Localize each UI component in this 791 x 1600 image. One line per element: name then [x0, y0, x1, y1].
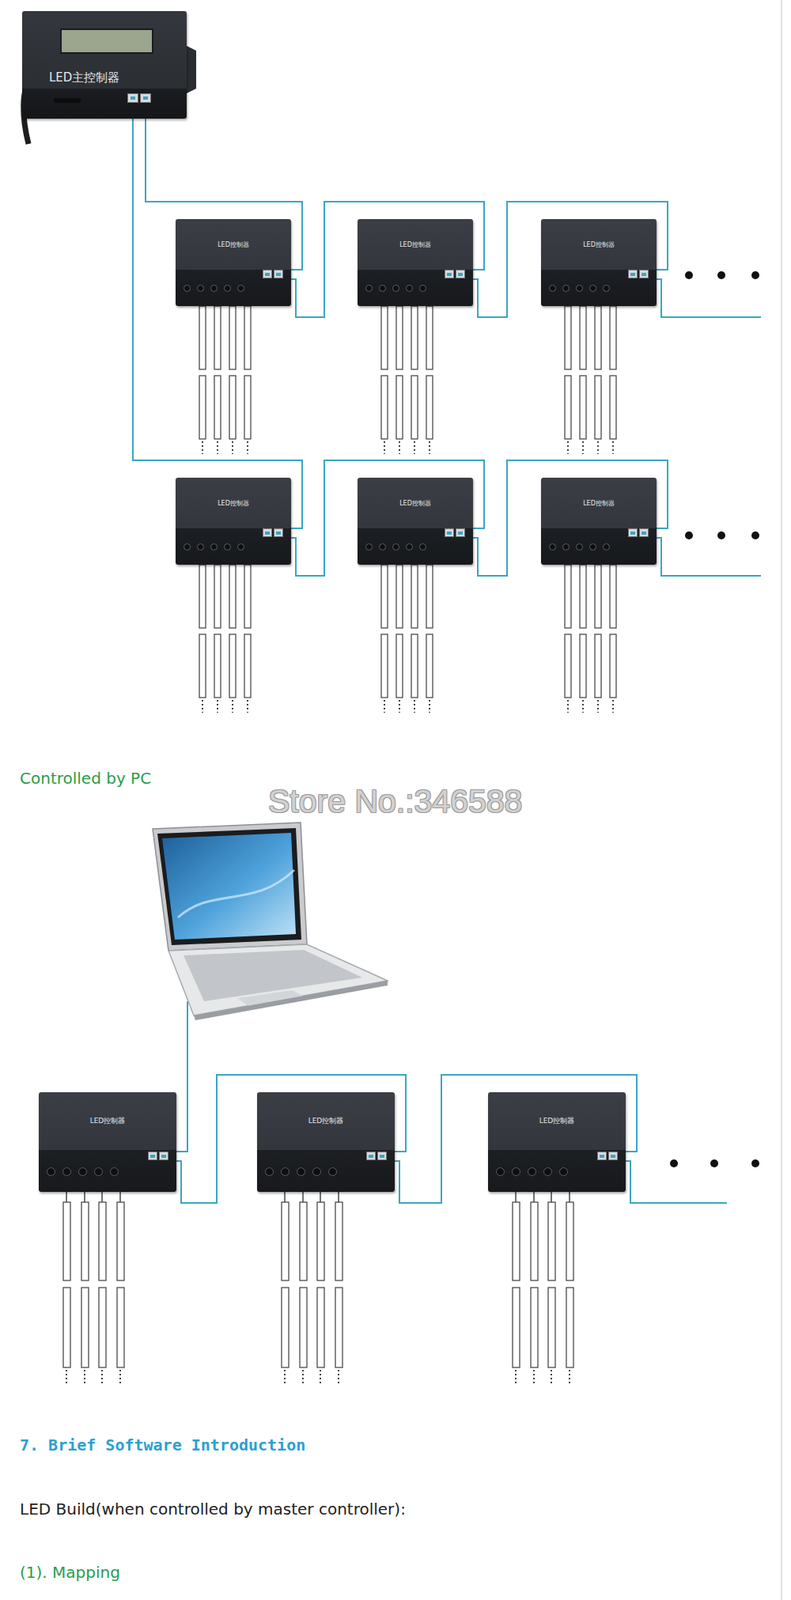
device-label: LED控制器 [90, 1116, 126, 1126]
body-text: LED Build(when controlled by master cont… [19, 1499, 406, 1519]
output-socket [378, 543, 387, 551]
led-controller: LED控制器 [357, 477, 474, 565]
network-cable [291, 460, 485, 576]
output-socket [365, 543, 373, 551]
led-controller: LED控制器 [541, 219, 657, 307]
port-stripe [276, 531, 281, 535]
output-socket [183, 284, 191, 292]
port-stripe [276, 272, 281, 277]
output-socket [527, 1167, 537, 1177]
output-socket [419, 284, 427, 292]
port-stripe [599, 1154, 605, 1159]
output-socket [109, 1167, 119, 1177]
network-cable [394, 1074, 637, 1204]
output-socket [378, 284, 387, 292]
output-socket [365, 284, 373, 292]
output-socket [237, 543, 245, 551]
output-socket [548, 284, 557, 292]
led-controller: LED控制器 [488, 1092, 626, 1193]
port-stripe [150, 1154, 156, 1159]
output-socket [589, 284, 597, 292]
led-controller: LED控制器 [38, 1092, 177, 1193]
network-cable [473, 460, 668, 576]
port-stripe [630, 531, 636, 535]
output-socket [405, 284, 413, 292]
output-socket [78, 1167, 88, 1177]
output-socket [562, 543, 570, 551]
output-socket [312, 1167, 322, 1177]
output-socket [264, 1167, 274, 1177]
output-socket [589, 543, 597, 551]
output-socket [392, 543, 400, 551]
output-socket [223, 284, 231, 292]
device-label: LED控制器 [308, 1116, 345, 1126]
output-socket [210, 543, 218, 551]
device-label: LED控制器 [399, 499, 432, 508]
device-label: LED主控制器 [49, 70, 120, 85]
port-stripe [379, 1154, 385, 1159]
network-cable [291, 201, 485, 318]
output-socket [183, 543, 191, 551]
port-stripe [446, 531, 452, 535]
output-socket [94, 1167, 103, 1177]
led-controller: LED控制器 [175, 219, 292, 307]
network-cable [132, 118, 303, 529]
device-label: LED控制器 [582, 241, 615, 250]
port-stripe [457, 272, 463, 277]
output-socket [223, 543, 231, 551]
master-controller: LED主控制器 [22, 11, 187, 119]
device-label: LED控制器 [217, 241, 250, 250]
device-label: LED控制器 [217, 499, 250, 508]
output-socket [296, 1167, 306, 1177]
output-socket [392, 284, 400, 292]
led-controller: LED控制器 [175, 477, 292, 565]
led-controller: LED控制器 [541, 477, 657, 565]
port-stripe [161, 1154, 167, 1159]
device-label: LED控制器 [539, 1116, 576, 1126]
port-stripe [641, 531, 647, 535]
port-stripe [264, 531, 270, 535]
card-slot [53, 98, 81, 103]
output-socket [562, 284, 570, 292]
output-socket [196, 284, 205, 292]
watermark: Store No.:346588 [268, 783, 523, 821]
port-stripe [130, 96, 136, 100]
led-controller: LED控制器 [257, 1092, 395, 1193]
output-socket [405, 543, 413, 551]
output-socket [62, 1167, 72, 1177]
output-socket [419, 543, 427, 551]
lcd-screen [60, 28, 154, 54]
output-socket [280, 1167, 290, 1177]
output-socket [602, 284, 610, 292]
output-socket [543, 1167, 553, 1177]
output-socket [237, 284, 245, 292]
output-socket [548, 543, 557, 551]
port-stripe [368, 1154, 374, 1159]
output-socket [196, 543, 205, 551]
port-stripe [610, 1154, 616, 1159]
output-socket [210, 284, 218, 292]
port-stripe [630, 272, 636, 277]
port-stripe [143, 96, 148, 100]
output-socket [328, 1167, 337, 1177]
network-cable [473, 201, 668, 318]
port-stripe [457, 531, 463, 535]
output-socket [575, 543, 583, 551]
output-socket [495, 1167, 505, 1177]
device-label: LED控制器 [399, 241, 432, 250]
section-heading: 7. Brief Software Introduction [19, 1435, 306, 1455]
output-socket [46, 1167, 56, 1177]
section-note: Controlled by PC [19, 768, 152, 788]
output-socket [559, 1167, 568, 1177]
port-stripe [641, 272, 647, 277]
sub-heading: (1). Mapping [19, 1563, 121, 1582]
port-stripe [264, 272, 270, 277]
device-label: LED控制器 [582, 499, 615, 508]
network-cable [176, 1074, 406, 1204]
output-socket [575, 284, 583, 292]
output-socket [602, 543, 610, 551]
port-stripe [446, 272, 452, 277]
led-controller: LED控制器 [357, 219, 474, 307]
output-socket [511, 1167, 521, 1177]
